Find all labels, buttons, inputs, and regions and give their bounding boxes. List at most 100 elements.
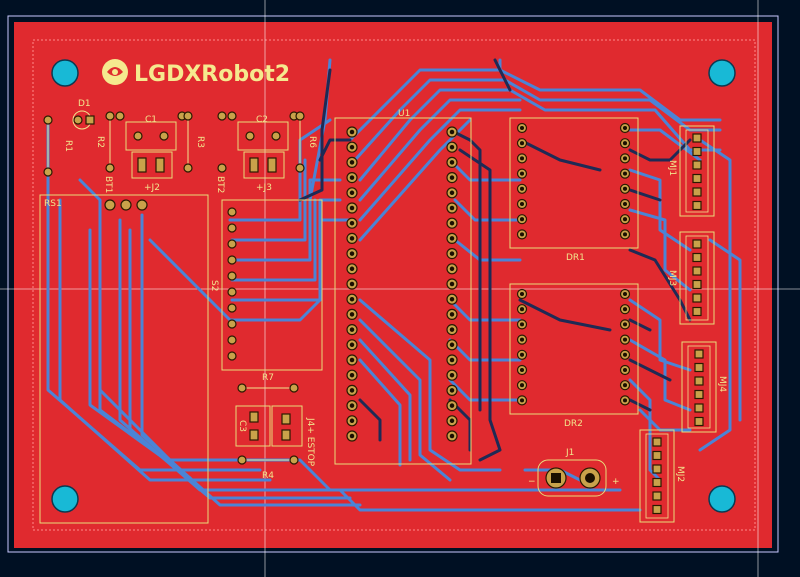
u1-pin-hole [449, 327, 455, 332]
mj1-pin [692, 133, 702, 143]
dr2-label: DR2 [564, 419, 583, 429]
u1-pin-hole [449, 296, 455, 302]
mounting-holes [51, 59, 736, 513]
d1-footprint[interactable] [72, 110, 95, 130]
r3-footprint[interactable] [183, 111, 193, 173]
r7-footprint[interactable] [237, 383, 299, 393]
r1-label: R1 [63, 140, 73, 152]
rs1-footprint[interactable] [39, 194, 209, 524]
dr2-pin-hole [622, 307, 628, 312]
mj4-connector[interactable] [681, 341, 717, 433]
u1-pin-hole [349, 281, 355, 287]
dr2-pin-hole [519, 367, 525, 373]
j2-label: +J2 [144, 183, 160, 193]
u1-pin-hole [349, 312, 355, 317]
dr2-pin-hole [519, 352, 525, 357]
dr1-pin-hole [622, 201, 628, 207]
u1-pin-hole [449, 205, 455, 211]
mj3-pin [692, 306, 702, 317]
j3-footprint[interactable] [243, 151, 285, 179]
dr1-pins [516, 122, 631, 240]
r1-footprint[interactable] [43, 115, 53, 177]
mj3-pin [692, 279, 702, 290]
dr2-pin-hole [519, 307, 525, 312]
mj2-pin [652, 504, 662, 515]
u1-pin-hole [349, 433, 355, 439]
u1-pin-hole [449, 266, 455, 272]
u1-pin-hole [449, 433, 455, 439]
d1-label: D1 [78, 99, 91, 109]
u1-pin-hole [349, 403, 355, 408]
mj1-label: MJ1 [667, 160, 677, 176]
u1-outline[interactable] [334, 117, 472, 465]
bt2-footprint[interactable] [217, 111, 227, 173]
dr1-pin-hole [622, 156, 628, 161]
mj4-pin [694, 403, 704, 413]
logo-text: LGDXRobot2 [134, 62, 290, 87]
mj1-connector[interactable] [679, 125, 715, 217]
r6-footprint[interactable] [295, 111, 305, 173]
mj2-pins [652, 437, 662, 515]
dr1-pin-hole [622, 217, 628, 222]
mj4-pins [694, 349, 704, 427]
mj1-pins [692, 133, 702, 211]
mounting-hole-bottom-left [51, 485, 79, 513]
u1-right-pins [446, 126, 458, 442]
u1-pin-hole [449, 175, 455, 180]
r2-label: R2 [95, 136, 105, 148]
c2-footprint[interactable] [227, 111, 299, 151]
dr2-pin-hole [622, 367, 628, 373]
mounting-hole-top-right [708, 59, 736, 87]
mj3-pin [692, 293, 702, 303]
u1-pin-hole [349, 190, 355, 196]
j2-footprint[interactable] [131, 151, 173, 179]
mj4-pin [694, 376, 704, 386]
dr1-outline[interactable] [509, 117, 639, 249]
dr2-pin-hole [519, 291, 525, 297]
r4-label: R4 [262, 471, 274, 481]
u1-pin-hole [349, 205, 355, 211]
r4-footprint[interactable] [237, 455, 299, 465]
u1-pin-hole [449, 251, 455, 256]
keepout-outline [32, 39, 756, 531]
back-layer-traces [46, 58, 742, 512]
u1-pin-hole [449, 342, 455, 348]
u1-pin-hole [349, 357, 355, 363]
j4-footprint[interactable] [271, 405, 303, 447]
u1-pin-hole [349, 372, 355, 378]
j1-connector[interactable] [537, 459, 607, 497]
dr2-pin-hole [622, 398, 628, 403]
dr2-pin-hole [519, 383, 525, 388]
mj1-pin [692, 200, 702, 211]
mj3-pins [692, 239, 702, 317]
dr1-pin-hole [622, 171, 628, 176]
mj2-connector[interactable] [639, 429, 675, 523]
c3-footprint[interactable] [235, 405, 271, 447]
mj1-pin [692, 146, 702, 157]
dr2-pin-hole [622, 383, 628, 388]
u1-pin-hole [449, 144, 455, 150]
dr2-outline[interactable] [509, 283, 639, 415]
u1-pin-hole [349, 418, 355, 424]
mj2-pin [652, 450, 662, 461]
bt1-footprint[interactable] [104, 199, 148, 211]
u1-pin-hole [349, 327, 355, 332]
j1-plus-label: + [612, 477, 620, 487]
mj1-pin [692, 173, 702, 184]
r6-label: R6 [307, 136, 317, 148]
s2-outline[interactable] [221, 199, 323, 371]
mj2-pin [652, 491, 662, 501]
mj2-label: MJ2 [675, 466, 685, 482]
board-logo: LGDXRobot2 [102, 59, 290, 87]
bt2-label: BT2 [215, 176, 225, 193]
mj4-label: MJ4 [717, 376, 727, 392]
r2-footprint[interactable] [105, 111, 115, 173]
mj3-connector[interactable] [679, 231, 715, 325]
j1-label: J1 [565, 448, 574, 458]
dr2-pin-hole [622, 291, 628, 297]
mj2-pin [652, 437, 662, 447]
u1-pin-hole [349, 160, 355, 165]
mj2-pin [652, 477, 662, 488]
mj3-label: MJ3 [667, 270, 677, 286]
